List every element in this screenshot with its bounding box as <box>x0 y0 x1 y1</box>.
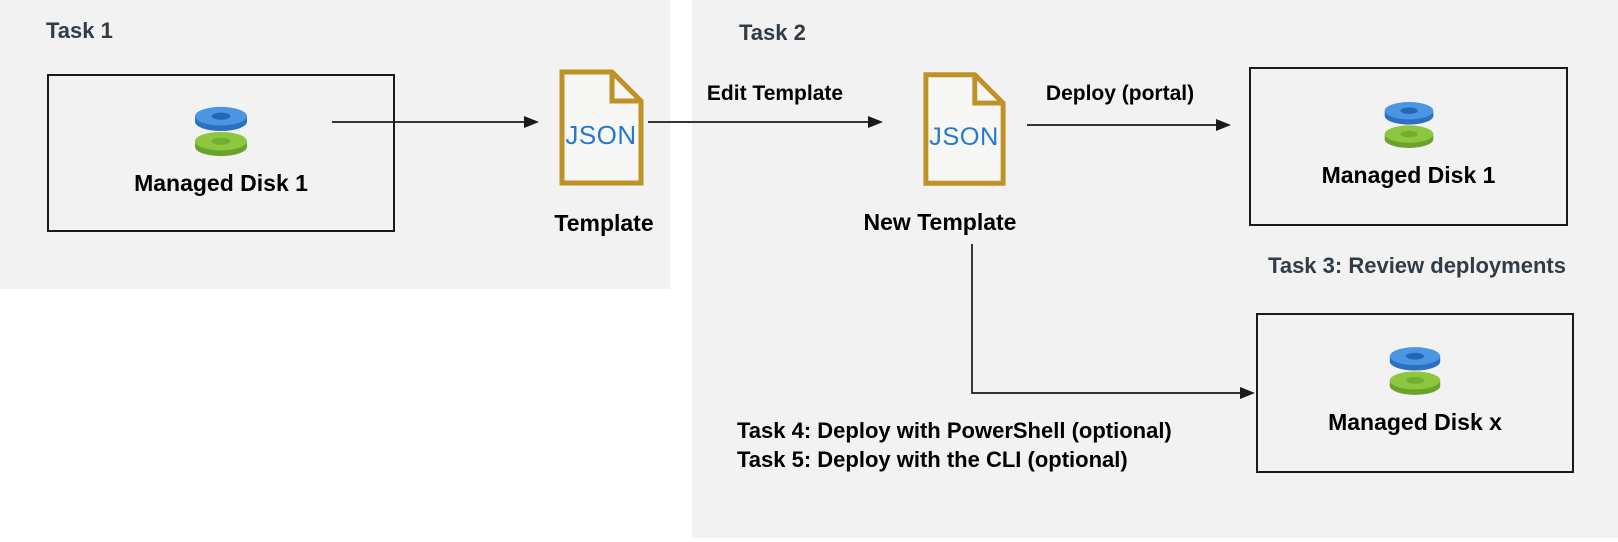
json-template-icon-text: JSON <box>565 120 636 150</box>
managed-disk-1-right-label: Managed Disk 1 <box>1321 161 1496 188</box>
managed-disk-1-left-box: Managed Disk 1 <box>47 74 395 232</box>
task2-heading: Task 2 <box>739 20 806 45</box>
managed-disk-x-box: Managed Disk x <box>1256 313 1574 473</box>
optional-tasks-block: Task 4: Deploy with PowerShell (optional… <box>737 416 1172 474</box>
json-new-template-icon: JSON <box>923 72 1006 186</box>
managed-disk-1-right-box: Managed Disk 1 <box>1249 67 1568 226</box>
task4-label: Task 4: Deploy with PowerShell (optional… <box>737 418 1172 443</box>
task3-heading: Task 3: Review deployments <box>1268 253 1566 278</box>
task1-panel <box>0 0 670 289</box>
managed-disk-icon <box>1389 347 1441 395</box>
managed-disk-1-left-label: Managed Disk 1 <box>134 169 308 196</box>
template-label: Template <box>554 210 654 236</box>
deploy-portal-label: Deploy (portal) <box>1045 82 1195 105</box>
new-template-label: New Template <box>863 209 1017 235</box>
json-new-template-icon-text: JSON <box>929 123 999 151</box>
managed-disk-icon <box>1384 101 1433 148</box>
task5-label: Task 5: Deploy with the CLI (optional) <box>737 447 1128 472</box>
managed-disk-icon <box>195 106 247 156</box>
edit-template-label: Edit Template <box>706 82 844 105</box>
json-template-icon: JSON <box>559 69 644 186</box>
managed-disk-x-label: Managed Disk x <box>1328 409 1502 435</box>
task1-heading: Task 1 <box>46 18 113 43</box>
